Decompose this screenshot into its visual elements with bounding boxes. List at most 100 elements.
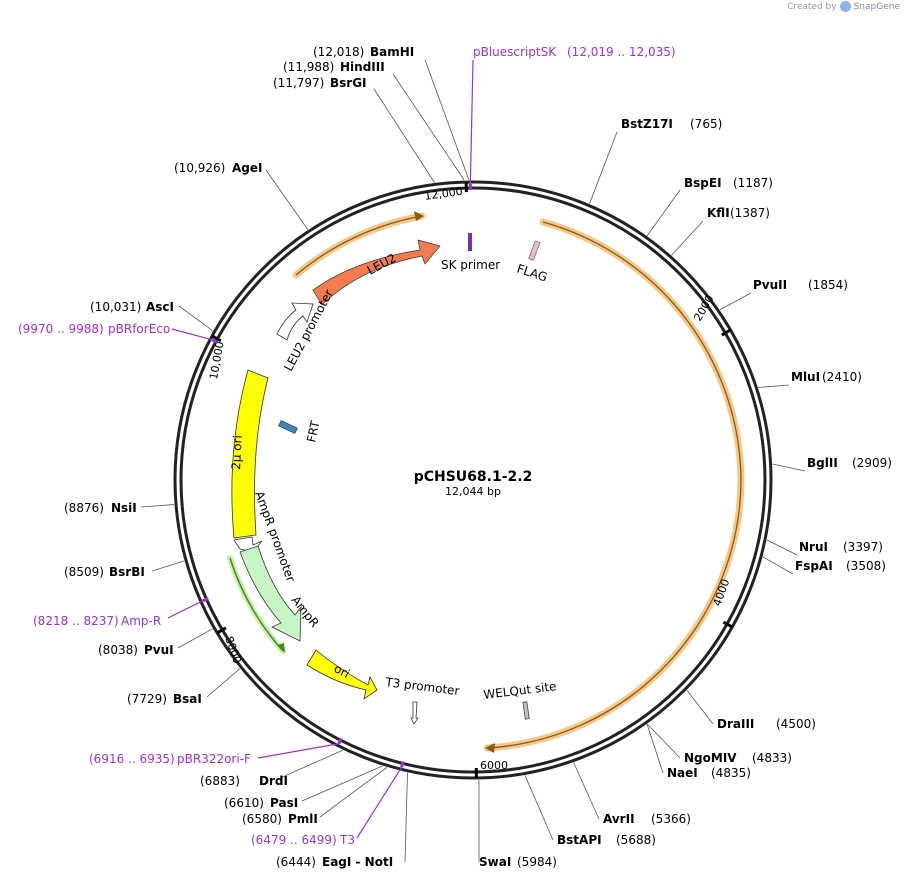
site-name: HindIII xyxy=(340,60,385,74)
site-position: (8038) xyxy=(98,643,138,657)
primer-site: (6916 .. 6935)pBR322ori-F xyxy=(89,737,343,766)
site-name: pBluescriptSK xyxy=(473,45,557,59)
site-position: (6610) xyxy=(224,796,264,810)
site-name: PvuII xyxy=(753,278,787,292)
tick-label: 12,000 xyxy=(424,185,464,203)
leader-line xyxy=(177,628,213,649)
enzyme-site: (11,988) HindIII xyxy=(283,60,465,181)
site-position: (7729) xyxy=(127,692,167,706)
primer-site: (12,019 .. 12,035)pBluescriptSK xyxy=(468,45,676,191)
site-position: (8509) xyxy=(64,565,104,579)
site-position: (6580) xyxy=(242,812,282,826)
tick-mark xyxy=(216,626,227,635)
site-name: pBR322ori-F xyxy=(177,752,251,766)
enzyme-site: (1854)PvuII xyxy=(719,278,848,311)
credit-brand: SnapGene xyxy=(853,1,900,12)
site-name: BglII xyxy=(807,456,838,470)
enzyme-site: (3508) FspAI xyxy=(762,556,886,575)
enzyme-site: (4835) NaeI xyxy=(646,724,751,780)
leader-line xyxy=(178,305,213,332)
leader-line xyxy=(265,169,309,230)
site-position: (10,031) xyxy=(90,300,141,314)
snapgene-credit: Created by SnapGene xyxy=(787,1,900,12)
leader-line xyxy=(573,762,600,820)
primer-mark xyxy=(202,597,209,603)
enzyme-site: (12,018)BamHI xyxy=(313,45,470,181)
enzyme-site: (4500)DraIII xyxy=(686,690,816,731)
leader-line xyxy=(424,59,470,181)
leader-line xyxy=(671,220,704,256)
site-name: BsrBI xyxy=(109,565,145,579)
feature-label: FRT xyxy=(304,419,322,444)
site-annotations: (12,018)BamHI(11,988) HindIII (11,797) BsrG… xyxy=(18,45,892,869)
site-name: MluI xyxy=(791,370,820,384)
credit-prefix: Created by xyxy=(787,1,837,12)
leader-line xyxy=(646,189,681,236)
snapgene-logo-icon xyxy=(839,1,851,12)
site-name: SwaI xyxy=(479,855,511,869)
site-position: (6916 .. 6935) xyxy=(89,752,175,766)
feature-sk-primer: SK primer xyxy=(441,233,500,272)
primer-mark xyxy=(337,737,343,745)
leader-line xyxy=(589,131,618,204)
leader-line xyxy=(404,772,408,863)
plasmid-name: pCHSU68.1-2.2 xyxy=(414,469,533,485)
site-position: (4500) xyxy=(776,717,816,731)
site-position: (2410) xyxy=(822,370,862,384)
feature-label: WELQut site xyxy=(483,679,558,702)
enzyme-site: (7729)BsaI xyxy=(127,668,241,706)
feature-label: LEU2 xyxy=(365,251,399,278)
tick-label: 6000 xyxy=(480,759,508,772)
backbone xyxy=(173,180,773,780)
enzyme-site: (11,797) BsrGI xyxy=(273,76,435,183)
site-position: (8876) xyxy=(64,501,104,515)
site-position: (10,926) xyxy=(174,161,225,175)
tick-label: 4000 xyxy=(711,577,733,608)
enzyme-site: (4833)NgoMIV xyxy=(647,723,792,765)
enzyme-site: (10,031)AscI xyxy=(90,300,213,332)
leader-line xyxy=(140,504,175,508)
leader-line xyxy=(277,749,343,780)
feature-ori: ori xyxy=(306,649,378,700)
site-position: (3397) xyxy=(843,540,883,554)
site-name: FspAI xyxy=(795,559,833,573)
leader-line xyxy=(762,556,794,575)
enzyme-site: (6444)EagI - NotI xyxy=(276,772,408,869)
site-name: Amp-R xyxy=(121,614,161,628)
site-name: BstAPI xyxy=(557,833,602,847)
feature-welqut-site: WELQut site xyxy=(483,679,558,720)
enzyme-site: (1187)BspEI xyxy=(646,176,773,236)
site-name: DrdI xyxy=(259,774,288,788)
site-name: AvrII xyxy=(603,812,635,826)
site-position: (11,988) xyxy=(283,60,334,74)
feature-label: SK primer xyxy=(441,258,500,272)
leader-line xyxy=(469,59,474,185)
site-position: (6479 .. 6499) xyxy=(251,833,337,847)
feature-t3-promoter: T3 promoter xyxy=(384,675,460,725)
enzyme-site: (8876) NsiI xyxy=(64,501,175,515)
orf-arc-top xyxy=(483,218,745,753)
enzyme-site: (6883)DrdI xyxy=(200,749,343,788)
site-name: BsrGI xyxy=(330,76,367,90)
leader-line xyxy=(301,765,383,802)
feature-frt: FRT xyxy=(278,419,323,444)
site-position: (1387) xyxy=(730,206,770,220)
site-name: KflI xyxy=(707,206,730,220)
leader-line xyxy=(167,600,204,619)
enzyme-site: (5688)BstAPI xyxy=(524,775,656,847)
site-position: (3508) xyxy=(846,559,886,573)
site-position: (4835) xyxy=(711,766,751,780)
site-name: NaeI xyxy=(667,766,698,780)
leader-line xyxy=(356,766,403,839)
leader-line xyxy=(151,560,185,572)
enzyme-site: (10,926) AgeI xyxy=(174,161,309,230)
feature-flag: FLAG xyxy=(515,240,549,284)
site-name: AgeI xyxy=(232,161,262,175)
primer-site: (8218 .. 8237)Amp-R xyxy=(33,597,209,628)
site-position: (765) xyxy=(690,117,722,131)
tick-label: 10,000 xyxy=(207,340,226,380)
site-position: (11,797) xyxy=(273,76,324,90)
site-name: NsiI xyxy=(111,501,137,515)
leader-line xyxy=(392,73,465,181)
